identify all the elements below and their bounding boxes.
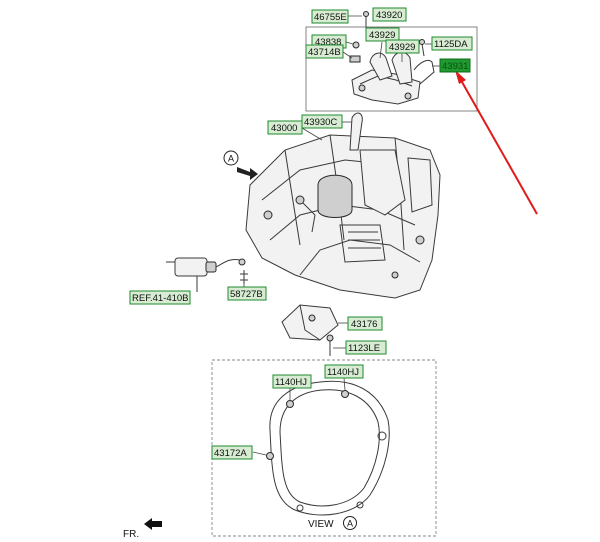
red-pointer-arrow: [455, 70, 538, 215]
label-58727B[interactable]: 58727B: [227, 286, 267, 301]
mount-bracket-drawing: [281, 304, 348, 341]
svg-text:1125DA: 1125DA: [434, 39, 468, 50]
shift-lever-assembly-frame: [305, 26, 478, 112]
svg-text:1140HJ: 1140HJ: [327, 367, 359, 378]
svg-text:43176: 43176: [351, 319, 377, 330]
label-43000[interactable]: 43000: [267, 120, 303, 135]
label-43176[interactable]: 43176: [347, 316, 383, 331]
label-1125DA[interactable]: 1125DA: [431, 36, 473, 51]
transmission-case-drawing: [245, 112, 441, 299]
svg-text:43172A: 43172A: [214, 448, 247, 459]
view-a-caption: VIEW A: [308, 516, 357, 530]
svg-text:58727B: 58727B: [230, 289, 263, 300]
view-caption-text: VIEW: [308, 519, 334, 530]
label-1140HJ-left[interactable]: 1140HJ: [272, 374, 312, 389]
label-43929-right[interactable]: 43929: [385, 39, 420, 54]
label-43930C[interactable]: 43930C: [301, 114, 343, 129]
svg-text:43929: 43929: [389, 42, 415, 53]
leader-43000: [301, 127, 323, 141]
svg-text:43920: 43920: [376, 10, 402, 21]
label-43714B[interactable]: 43714B: [305, 44, 344, 59]
leader-43838: [345, 41, 354, 45]
svg-text:43929: 43929: [369, 30, 395, 41]
label-1140HJ-right[interactable]: 1140HJ: [324, 364, 364, 379]
leader-43929a: [379, 41, 383, 59]
label-43920[interactable]: 43920: [372, 7, 407, 22]
svg-text:43930C: 43930C: [304, 117, 337, 128]
view-letter: A: [347, 519, 353, 529]
svg-text:46755E: 46755E: [314, 12, 347, 23]
svg-text:1140HJ: 1140HJ: [275, 377, 307, 388]
svg-text:43838: 43838: [315, 37, 341, 48]
gasket-drawing: [266, 380, 390, 516]
view-a-arrow: A: [223, 150, 258, 180]
label-46755E[interactable]: 46755E: [311, 9, 349, 24]
arrow-letter: A: [228, 154, 234, 164]
svg-text:43714B: 43714B: [308, 47, 341, 58]
label-1123LE[interactable]: 1123LE: [345, 340, 387, 355]
leader-43172A: [252, 451, 267, 456]
svg-text:REF.41-410B: REF.41-410B: [132, 293, 189, 304]
svg-text:1123LE: 1123LE: [348, 343, 380, 354]
speed-sensor-drawing: [166, 257, 246, 292]
label-43931-highlighted[interactable]: 43931: [439, 58, 471, 73]
label-43172A[interactable]: 43172A: [211, 445, 253, 460]
bolt-1123LE-drawing: [326, 334, 346, 356]
front-arrow-icon: [144, 518, 162, 530]
fr-text: FR.: [123, 529, 139, 540]
svg-text:43931: 43931: [442, 61, 468, 72]
svg-text:43000: 43000: [271, 123, 297, 134]
leader-43714B: [342, 51, 353, 59]
leader-1140HJb: [343, 377, 346, 391]
label-43929-left[interactable]: 43929: [365, 27, 400, 42]
sensor-58727B-drawing: [240, 270, 248, 288]
shift-lever-bracket-drawing: [349, 11, 435, 105]
view-a-dashed-frame: [211, 359, 437, 537]
front-direction-marker: FR.: [123, 518, 162, 540]
label-ref-41-410B[interactable]: REF.41-410B: [129, 290, 191, 305]
